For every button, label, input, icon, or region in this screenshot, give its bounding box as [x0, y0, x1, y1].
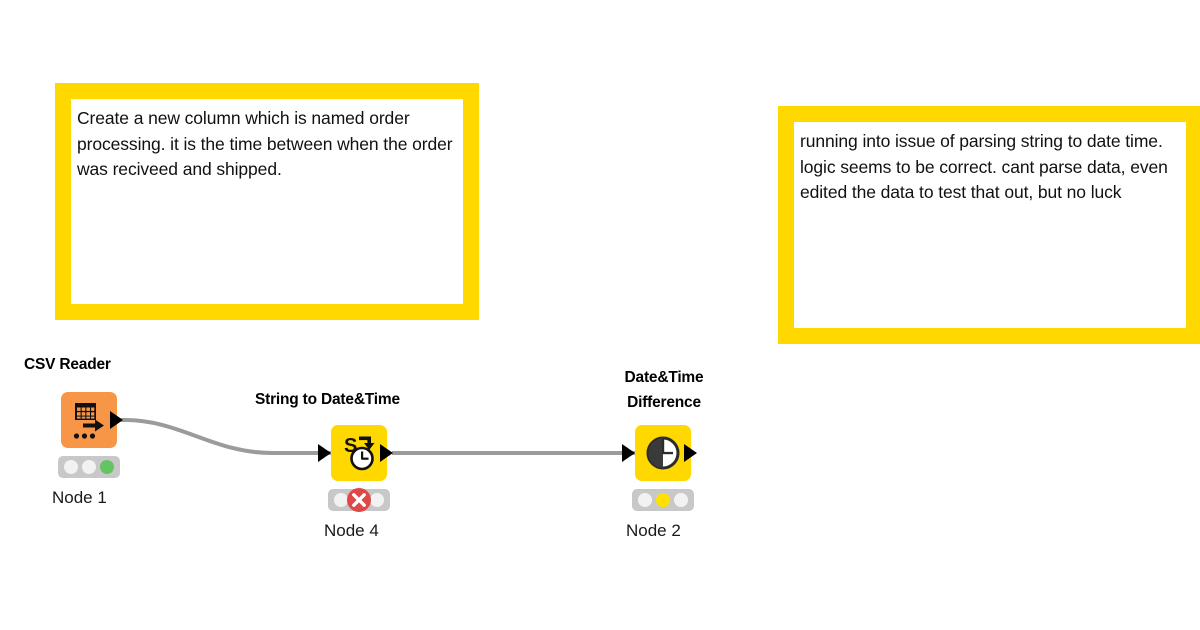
- node-csv-reader-title: CSV Reader: [24, 356, 111, 373]
- node-string-to-datetime-box[interactable]: S: [331, 425, 387, 481]
- node-datetime-difference-title: Date&Time Difference: [594, 365, 734, 415]
- node-csv-reader-label: Node 1: [52, 488, 107, 507]
- node-string-to-datetime-title: String to Date&Time: [255, 391, 400, 408]
- status-light-yellow-off: [82, 460, 96, 474]
- node-datetime-difference-input-port[interactable]: [622, 444, 635, 462]
- datetime-difference-icon: [646, 436, 680, 470]
- node-datetime-difference-title-line2: Difference: [627, 394, 701, 411]
- status-light-green-off: [674, 493, 688, 507]
- status-light-green-on: [100, 460, 114, 474]
- workflow-annotation-right[interactable]: running into issue of parsing string to …: [778, 106, 1200, 344]
- annotation-right-text: running into issue of parsing string to …: [800, 131, 1173, 202]
- node-string-to-datetime-input-port[interactable]: [318, 444, 331, 462]
- status-light-red-off: [334, 493, 348, 507]
- node-datetime-difference-output-port[interactable]: [684, 444, 697, 462]
- node-datetime-difference-title-line1: Date&Time: [624, 369, 704, 386]
- node-string-to-datetime-output-port[interactable]: [380, 444, 393, 462]
- annotation-left-text: Create a new column which is named order…: [77, 108, 458, 179]
- node-csv-reader-status-bar: [58, 456, 120, 478]
- string-to-datetime-icon: S: [344, 435, 375, 471]
- node-error-icon: [347, 488, 371, 512]
- node-datetime-difference-status-bar: [632, 489, 694, 511]
- workflow-annotation-left[interactable]: Create a new column which is named order…: [55, 83, 479, 320]
- node-datetime-difference-box[interactable]: [635, 425, 691, 481]
- csv-reader-icon: [73, 403, 104, 439]
- node-datetime-difference-label: Node 2: [626, 521, 681, 540]
- status-light-red-off: [64, 460, 78, 474]
- node-csv-reader-box[interactable]: [61, 392, 117, 448]
- status-light-red-off: [638, 493, 652, 507]
- node-string-to-datetime-status-bar: [328, 488, 390, 512]
- status-light-green-off: [370, 493, 384, 507]
- node-csv-reader-output-port[interactable]: [110, 411, 123, 429]
- status-light-yellow-on: [656, 493, 670, 507]
- node-string-to-datetime-label: Node 4: [324, 521, 379, 540]
- connection-csvreader-to-stringtodatetime[interactable]: [120, 417, 332, 455]
